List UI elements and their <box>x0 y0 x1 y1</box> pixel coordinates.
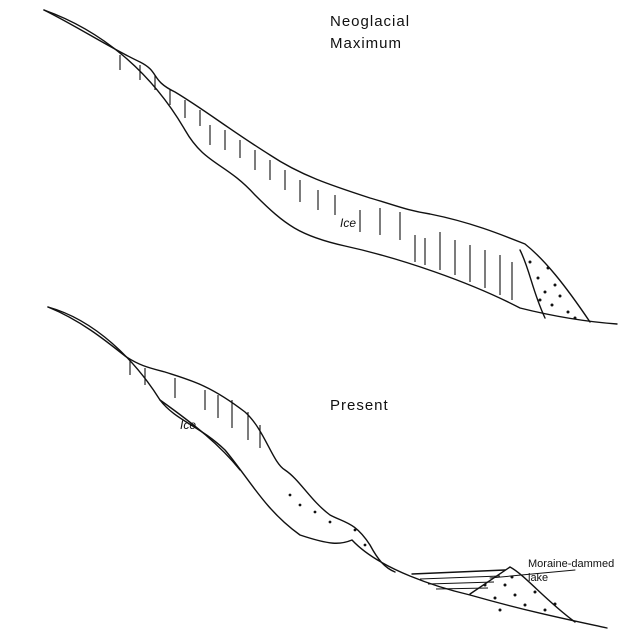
lake-water-lines <box>420 576 500 589</box>
lake-surface <box>412 570 505 574</box>
lake-label-line1: Moraine-dammed <box>528 557 614 571</box>
bottom-bedrock-profile <box>48 307 607 628</box>
bottom-ice-label: Ice <box>180 418 196 432</box>
bottom-ice-surface <box>48 307 395 572</box>
top-panel-title-line1: Neoglacial <box>330 12 410 32</box>
bottom-ice-hatching <box>130 360 260 448</box>
top-ice-label: Ice <box>340 216 356 230</box>
top-ice-hatching <box>120 55 512 300</box>
top-panel-title-line2: Maximum <box>330 34 402 54</box>
bottom-panel-title: Present <box>330 396 389 416</box>
top-moraine-edge <box>520 250 545 318</box>
top-ice-surface <box>44 10 590 322</box>
bottom-ice-base-line <box>160 400 240 470</box>
lake-label-line2: lake <box>528 571 548 585</box>
